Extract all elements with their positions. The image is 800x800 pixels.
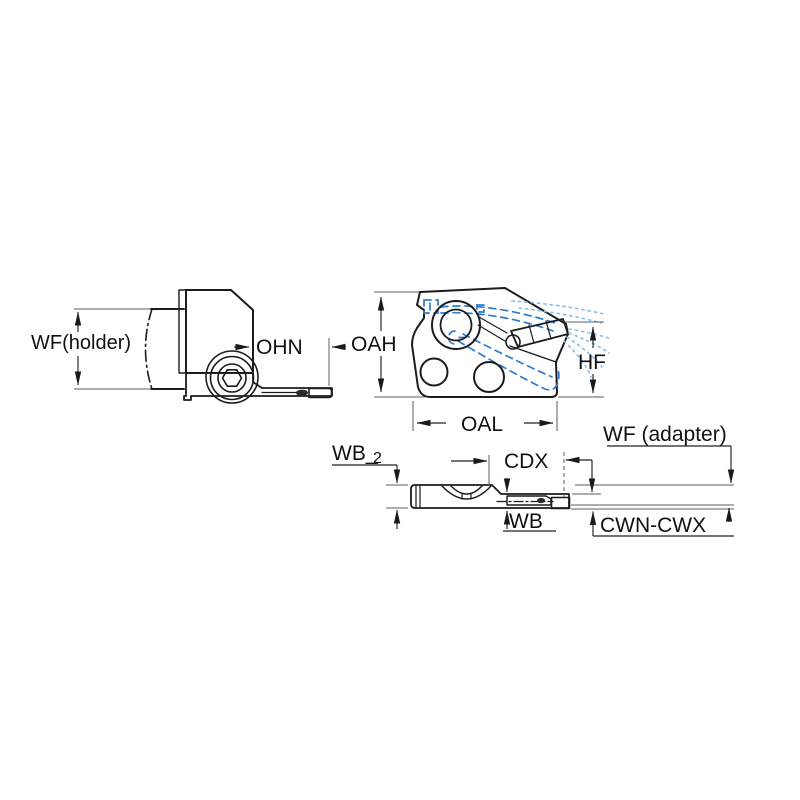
mount-hole-left bbox=[419, 357, 449, 387]
dim-label-wb: WB bbox=[509, 510, 543, 533]
dim-wf-adapter: WF (adapter) bbox=[603, 423, 735, 522]
coolant-spray bbox=[511, 300, 613, 378]
holder-shank-end-arc bbox=[144, 308, 153, 390]
screw-boss-ticks bbox=[461, 492, 472, 500]
pocket-screw bbox=[537, 497, 545, 504]
dim-ohn: OHN bbox=[234, 336, 346, 386]
dim-oah: OAH bbox=[351, 291, 425, 398]
dim-label-wf-holder: WF(holder) bbox=[31, 332, 131, 354]
body-end-lines bbox=[415, 484, 421, 509]
adjust-slot bbox=[477, 316, 508, 342]
adapter-head bbox=[411, 287, 569, 398]
screw-hole-large-outer bbox=[431, 300, 481, 350]
dim-wf-holder: WF(holder) bbox=[31, 308, 151, 390]
adapter-front-view: OAH HF OAL bbox=[351, 287, 613, 436]
holder-block bbox=[185, 289, 254, 374]
dim-label-wf-adapter: WF (adapter) bbox=[603, 423, 727, 446]
insert-side bbox=[308, 387, 333, 399]
dim-label-ohn: OHN bbox=[256, 336, 303, 359]
dim-oal: OAL bbox=[412, 401, 558, 436]
insert-top bbox=[550, 496, 571, 510]
adapter-top-body bbox=[410, 484, 570, 509]
insert-front-segments bbox=[528, 320, 552, 344]
coolant-channels bbox=[423, 299, 560, 391]
dim-label-oal: OAL bbox=[461, 413, 503, 436]
dim-label-wb2: WB_ bbox=[332, 442, 378, 465]
dim-hf: HF bbox=[558, 321, 606, 398]
hex-socket bbox=[221, 369, 243, 387]
screw-hole-large-inner bbox=[439, 308, 473, 342]
dim-wb2: WB_ 2 bbox=[332, 442, 408, 529]
dim-label-oah: OAH bbox=[351, 333, 397, 356]
clamp-screw bbox=[205, 350, 259, 404]
insert-clamp-pin bbox=[296, 389, 308, 396]
mount-hole-right bbox=[473, 361, 505, 393]
screw-boss-arcs bbox=[441, 485, 492, 500]
dim-label-cwn-cwx: CWN-CWX bbox=[600, 514, 706, 537]
ref-lines-right bbox=[571, 484, 734, 510]
insert-pocket-edge bbox=[509, 345, 557, 363]
holder-shank-cylinder bbox=[145, 309, 184, 389]
dim-label-cdx: CDX bbox=[504, 450, 548, 473]
dim-cwn-cwx: CWN-CWX bbox=[589, 511, 734, 537]
dim-cdx: CDX bbox=[451, 450, 596, 497]
dim-wb: WB bbox=[503, 478, 556, 533]
adapter-top-view: WB_ 2 CDX WB WF (adapter) bbox=[332, 423, 735, 537]
dim-label-hf: HF bbox=[578, 351, 606, 374]
insert-front bbox=[510, 318, 569, 348]
holder-side-view: WF(holder) OHN bbox=[31, 289, 346, 404]
dim-label-wb2-sub: 2 bbox=[373, 450, 382, 467]
